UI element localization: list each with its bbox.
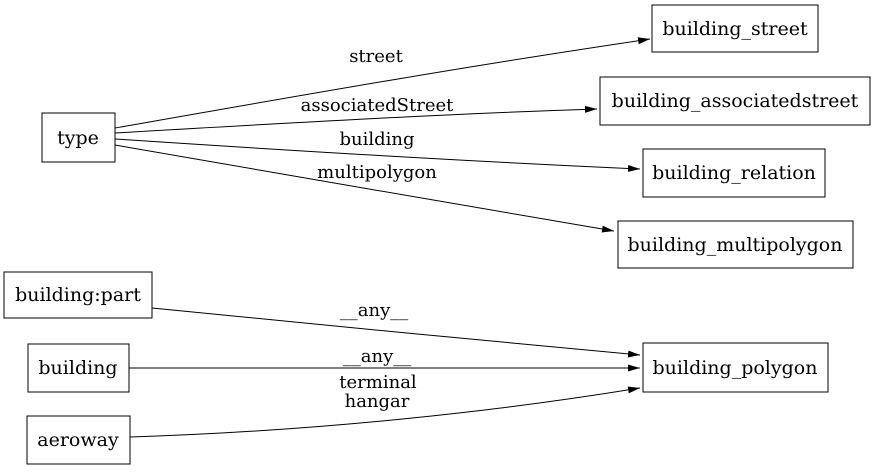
node-aeroway-box bbox=[26, 415, 131, 465]
node-type-label: type bbox=[57, 127, 99, 149]
edge-label-multipolygon: multipolygon bbox=[317, 162, 437, 183]
node-building_relation-label: building_relation bbox=[652, 162, 816, 184]
node-building_polygon: building_polygon bbox=[642, 342, 829, 393]
edge-label-associatedstreet: associatedStreet bbox=[301, 95, 454, 116]
edge-type-building_associatedstreet bbox=[114, 105, 598, 134]
edge-label-any-1: __any__ bbox=[340, 300, 409, 321]
node-building_street-label: building_street bbox=[662, 18, 808, 40]
edge-label-street: street bbox=[349, 46, 403, 67]
edge-aeroway-building_polygon bbox=[129, 386, 641, 438]
node-aeroway-label: aeroway bbox=[37, 429, 119, 451]
edge-label-hangar: hangar bbox=[345, 391, 410, 412]
edge-building_part-building_polygon bbox=[151, 307, 641, 358]
edge-label-any-2: __any__ bbox=[343, 346, 412, 367]
node-building_part-box bbox=[3, 271, 153, 319]
node-aeroway: aeroway bbox=[26, 415, 131, 465]
node-type-box bbox=[41, 112, 116, 163]
node-building_multipolygon-label: building_multipolygon bbox=[628, 234, 843, 256]
edge-label-building: building bbox=[339, 129, 414, 150]
node-building_associatedstreet: building_associatedstreet bbox=[599, 76, 871, 126]
node-building_associatedstreet-box bbox=[599, 76, 871, 126]
edge-label-terminal: terminal bbox=[339, 372, 417, 393]
node-building_part: building:part bbox=[3, 271, 153, 319]
node-building_street: building_street bbox=[651, 4, 819, 53]
node-building_street-box bbox=[651, 4, 819, 53]
edge-type-building_multipolygon bbox=[114, 144, 615, 233]
node-building-label: building bbox=[38, 357, 117, 379]
edge-type-building_street bbox=[114, 37, 651, 129]
node-building_associatedstreet-label: building_associatedstreet bbox=[612, 90, 859, 112]
node-building_multipolygon-box bbox=[617, 220, 854, 269]
node-building_part-label: building:part bbox=[15, 284, 141, 306]
node-building: building bbox=[27, 343, 130, 393]
node-building-box bbox=[27, 343, 130, 393]
node-type: type bbox=[41, 112, 116, 163]
node-building_polygon-box bbox=[642, 342, 829, 393]
node-building_relation: building_relation bbox=[642, 148, 826, 198]
node-building_relation-box bbox=[642, 148, 826, 198]
node-building_polygon-label: building_polygon bbox=[653, 357, 818, 379]
edge-type-building_relation bbox=[114, 138, 641, 172]
node-building_multipolygon: building_multipolygon bbox=[617, 220, 854, 269]
